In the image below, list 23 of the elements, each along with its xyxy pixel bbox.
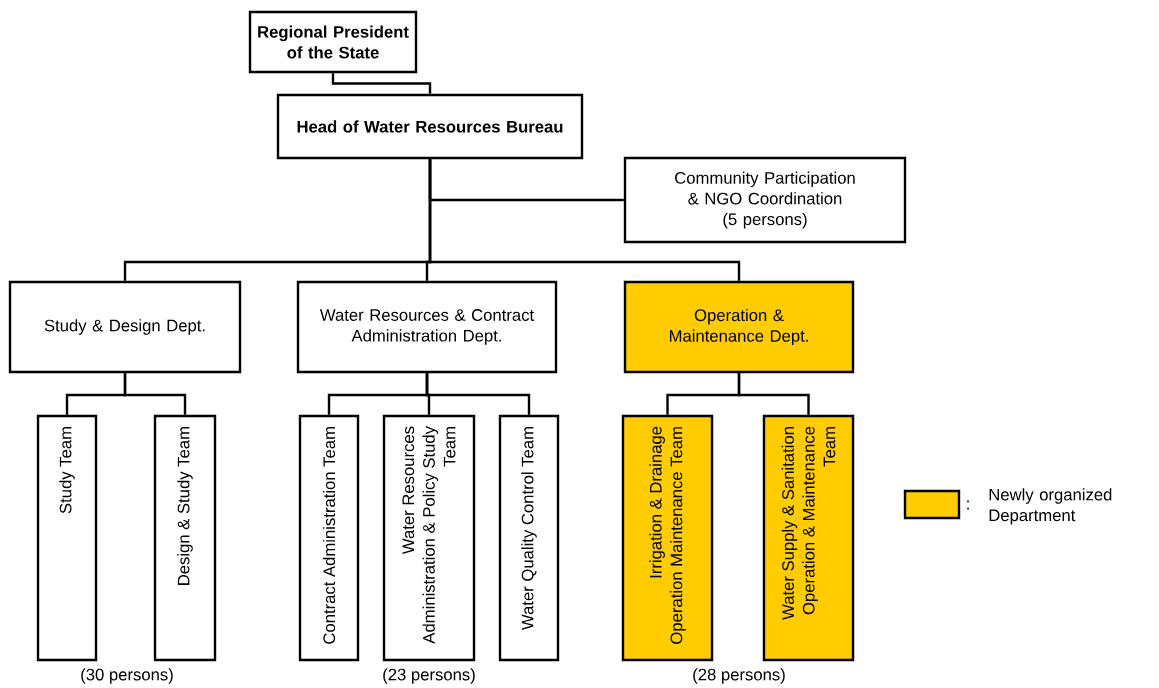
legend-colon: : <box>967 500 969 510</box>
team-box: Water Resources Administration & Policy Study Team <box>382 414 476 662</box>
department-box: Study & Design Dept. <box>8 280 242 374</box>
connector-line <box>737 373 810 415</box>
connector-line <box>428 159 741 281</box>
title-box: Regional President of the State <box>248 10 418 74</box>
team-box: Water Quality Control Team <box>498 414 560 662</box>
connector-line <box>331 73 432 94</box>
department-box: Water Resources & Contract Administration Dept. <box>296 280 558 374</box>
team-box: Water Supply & Sanitation Operation & Maintenance Team <box>762 414 855 662</box>
connector-line <box>123 373 187 415</box>
team-box: Study Team <box>36 414 98 662</box>
team-box: Design & Study Team <box>153 414 217 662</box>
team-box: Contract Administration Team <box>298 414 360 662</box>
headcount-label: (30 persons) <box>81 668 173 684</box>
bureau-box: Head of Water Resources Bureau <box>276 93 584 160</box>
legend-text: Newly organized Department <box>989 488 1112 525</box>
coordination-box: Community Participation & NGO Coordination (5 persons) <box>623 156 907 244</box>
headcount-label: (23 persons) <box>383 668 475 684</box>
headcount-label: (28 persons) <box>693 668 785 684</box>
team-box: Irrigation & Drainage Operation Maintenance Team <box>621 414 714 662</box>
department-box: Operation & Maintenance Dept. <box>623 280 855 374</box>
connector-line <box>425 373 531 415</box>
